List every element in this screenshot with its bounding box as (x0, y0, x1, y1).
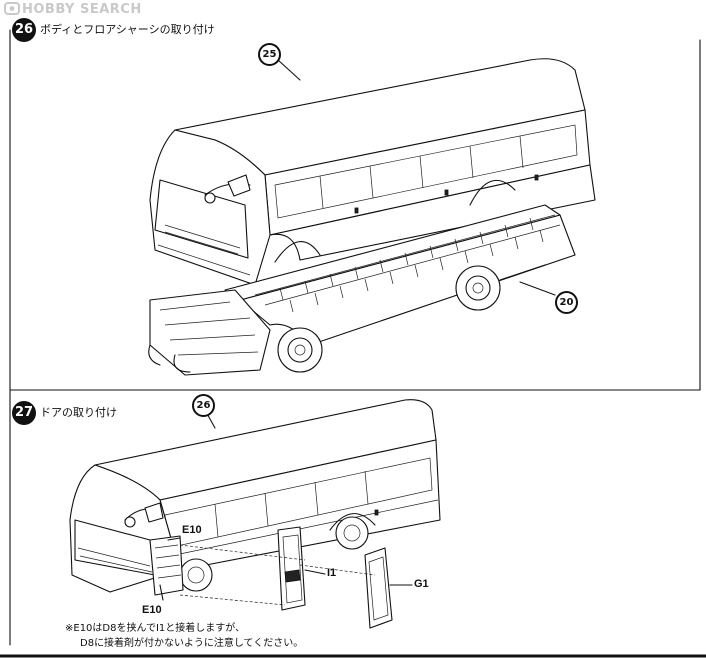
part-label-e10: E10 (182, 524, 202, 536)
part-badge-20: 20 (555, 291, 578, 314)
door-part-g1 (364, 547, 393, 629)
part-badge-25: 25 (258, 43, 281, 66)
step-number-badge: 27 (12, 401, 36, 425)
part-label-e10: E10 (142, 604, 162, 616)
step-number-badge: 26 (12, 18, 36, 42)
hobby-search-logo-icon (4, 2, 20, 15)
door-part-i1 (277, 526, 306, 611)
part-label-i1: I1 (327, 567, 337, 579)
leader-25 (277, 59, 301, 81)
watermark: HOBBY SEARCH (4, 2, 142, 17)
part-badge-26: 26 (192, 394, 215, 417)
assembly-note-line: D8に接着剤が付かないように注意してください。 (80, 638, 304, 649)
step-27-bus (69, 399, 441, 596)
upper-windows (274, 124, 578, 219)
part-label-g1: G1 (414, 578, 429, 590)
step-26-bus-body (149, 58, 596, 286)
seat-rows (254, 214, 561, 313)
watermark-text: HOBBY SEARCH (22, 2, 142, 17)
step-title: ボディとフロアシャーシの取り付け (40, 23, 215, 36)
leader-20 (519, 281, 556, 296)
step-title: ドアの取り付け (40, 406, 117, 419)
step-26-floor-chassis (148, 204, 576, 376)
section-divider (0, 29, 706, 658)
assembly-note-line: ※E10はD8を挟んでI1と接着しますが、 (65, 623, 246, 634)
